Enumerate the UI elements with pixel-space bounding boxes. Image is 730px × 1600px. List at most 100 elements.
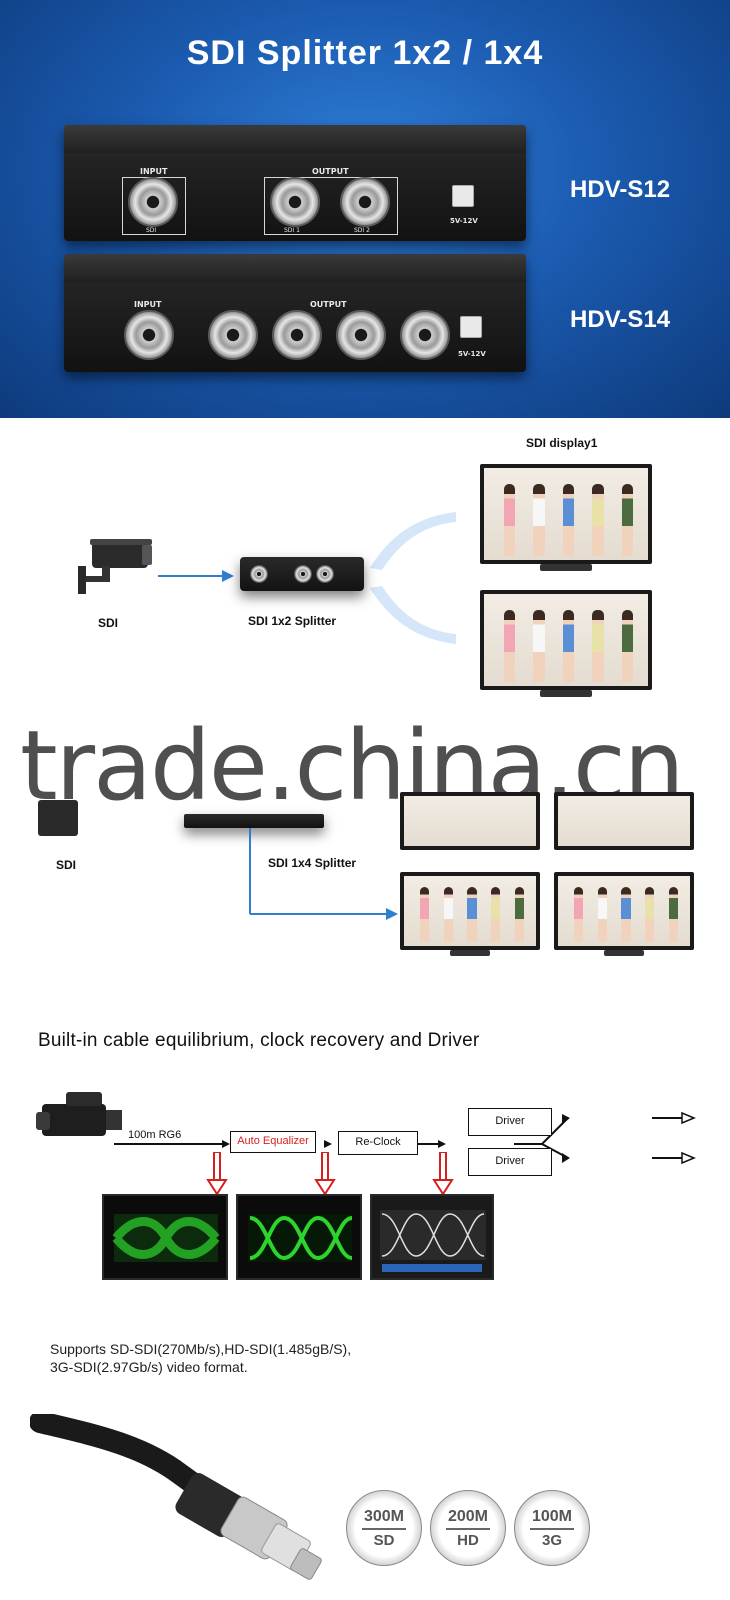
panel-power-label: 5V-12V <box>450 217 478 225</box>
tv-stand <box>450 950 490 956</box>
tv-display-grid-3 <box>400 872 540 950</box>
person-figure <box>491 887 501 942</box>
bnc-output-connector-4 <box>400 310 450 360</box>
diagram-heading: Built-in cable equilibrium, clock recove… <box>38 1030 480 1051</box>
panel-out2-label: SDI 2 <box>354 227 370 234</box>
tv-screen <box>484 594 648 686</box>
scope-screen-1 <box>102 1194 228 1280</box>
dc-power-jack <box>452 185 474 207</box>
red-arrow-2 <box>314 1152 336 1196</box>
splitter-1x2-device <box>240 557 364 591</box>
splitter-label: SDI 1x2 Splitter <box>248 614 337 628</box>
eye-pattern-reclocked <box>380 1210 486 1272</box>
driver-block-1: Driver <box>468 1108 552 1136</box>
model-label-s14: HDV-S14 <box>570 306 671 333</box>
splitter-label-1x4: SDI 1x4 Splitter <box>268 856 357 870</box>
person-figure <box>503 610 516 682</box>
dc-power-jack <box>460 316 482 338</box>
source-label-1x4: SDI <box>56 858 77 872</box>
tv-screen <box>558 796 690 846</box>
bnc-output-connector-1 <box>208 310 258 360</box>
person-figure <box>573 887 584 942</box>
badge-divider <box>530 1528 574 1530</box>
speed-badge-3g: 100M 3G <box>514 1490 590 1566</box>
output-port-box <box>264 177 398 235</box>
badge-top-text: 300M <box>363 1508 405 1525</box>
badge-bottom-text: 3G <box>541 1531 562 1549</box>
tv-screen <box>558 876 690 946</box>
panel-input-label: INPUT <box>134 300 162 309</box>
driver-label: Driver <box>495 1155 525 1167</box>
cctv-camera-icon <box>78 539 152 594</box>
device-hdv-s14: INPUT OUTPUT 5V-12V <box>64 254 526 372</box>
person-figure <box>503 484 516 556</box>
panel-sdi-label: SDI <box>146 227 157 234</box>
tv-display-grid-1 <box>400 792 540 850</box>
red-arrow-3 <box>432 1152 454 1196</box>
support-line-1: Supports SD-SDI(270Mb/s),HD-SDI(1.485gB/… <box>50 1341 352 1357</box>
tv-display-1 <box>480 464 652 564</box>
panel-output-label: OUTPUT <box>310 300 347 309</box>
speed-badge-sd: 300M SD <box>346 1490 422 1566</box>
bnc-input-connector <box>124 310 174 360</box>
auto-equalizer-label: Auto Equalizer <box>237 1135 309 1147</box>
panel-input-label: INPUT <box>140 167 168 176</box>
person-figure <box>592 484 604 556</box>
badge-bottom-text: SD <box>373 1531 395 1549</box>
bnc-output-connector-2 <box>340 177 390 227</box>
scope-screen-3 <box>370 1194 494 1280</box>
person-figure <box>533 610 545 682</box>
tv-stand <box>604 950 644 956</box>
display-label: SDI display1 <box>526 436 598 450</box>
device-hdv-s12: INPUT SDI OUTPUT SDI 1 SDI 2 5V-12V <box>64 125 526 241</box>
source-label: SDI <box>98 616 119 630</box>
auto-equalizer-block: Auto Equalizer <box>230 1131 316 1153</box>
person-figure <box>562 610 575 682</box>
bnc-output-connector-2 <box>272 310 322 360</box>
person-figure <box>443 887 453 942</box>
hero-title: SDI Splitter 1x2 / 1x4 <box>186 34 544 72</box>
tv-display-grid-4 <box>554 872 694 950</box>
reclock-block: Re-Clock <box>338 1131 418 1155</box>
person-figure <box>597 887 607 942</box>
bnc-output-connector-3 <box>336 310 386 360</box>
tv-screen <box>404 876 536 946</box>
badge-divider <box>362 1528 406 1530</box>
person-figure <box>645 887 655 942</box>
person-figure <box>592 610 604 682</box>
driver-block-2: Driver <box>468 1148 552 1176</box>
scope-screen-2 <box>236 1194 362 1280</box>
tv-screen <box>404 796 536 846</box>
bnc-output-connector-1 <box>270 177 320 227</box>
bnc-connector <box>250 565 268 583</box>
cable-label: 100m RG6 <box>128 1129 182 1141</box>
hero-banner: SDI Splitter 1x2 / 1x4 INPUT SDI OUTPUT … <box>0 0 730 418</box>
badge-bottom-text: HD <box>457 1531 479 1549</box>
person-figure <box>668 887 679 942</box>
badge-top-text: 200M <box>447 1508 489 1525</box>
person-figure <box>621 887 631 942</box>
bnc-cable-image <box>30 1414 322 1580</box>
eye-pattern-equalized <box>248 1214 353 1262</box>
person-figure <box>467 887 477 942</box>
support-line-2: 3G-SDI(2.97Gb/s) video format. <box>50 1359 248 1375</box>
driver-label: Driver <box>495 1115 525 1127</box>
device-top-surface <box>64 254 526 282</box>
arrow-to-displays <box>249 828 398 920</box>
tv-display-grid-2 <box>554 792 694 850</box>
person-figure <box>419 887 430 942</box>
tv-screen <box>484 468 648 560</box>
person-figure <box>621 610 634 682</box>
signal-arc-bottom <box>370 586 456 644</box>
eye-pattern-noisy <box>112 1214 220 1262</box>
camcorder-icon <box>36 1092 122 1136</box>
model-label-s12: HDV-S12 <box>570 176 671 203</box>
bnc-connector <box>316 565 334 583</box>
person-figure <box>562 484 575 556</box>
panel-output-label: OUTPUT <box>312 167 349 176</box>
panel-power-label: 5V-12V <box>458 350 486 358</box>
signal-arcs <box>370 512 456 644</box>
device-top-surface <box>64 125 526 153</box>
bnc-input-connector <box>128 177 178 227</box>
arrow-to-splitter <box>158 570 234 582</box>
